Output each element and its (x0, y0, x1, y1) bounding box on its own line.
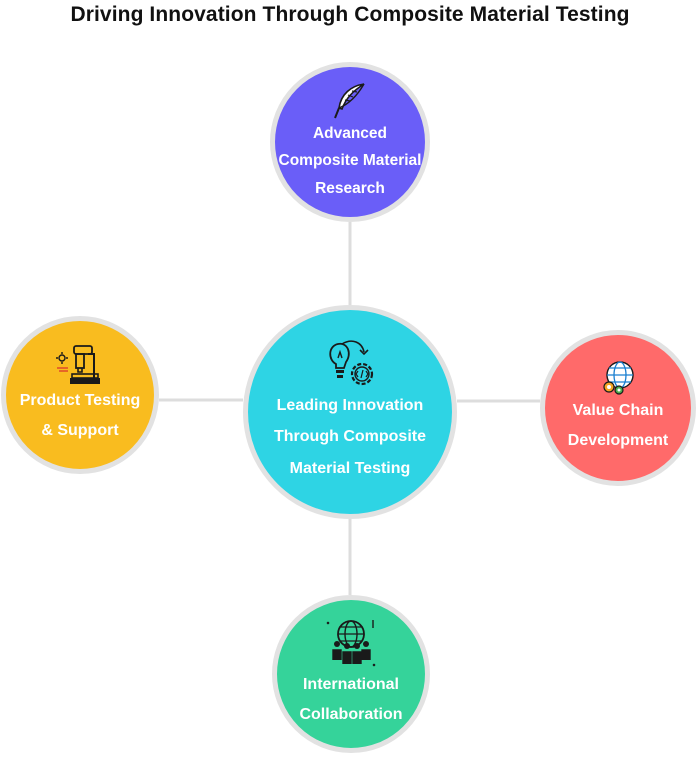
node-right-line-2: Development (567, 432, 669, 449)
node-center-line-1: Leading Innovation (276, 397, 424, 415)
globe-gears-icon (603, 360, 634, 395)
node-international-collaboration: International Collaboration (272, 595, 430, 753)
node-leading-innovation-center: Leading Innovation Through Composite Mat… (243, 305, 457, 519)
node-bottom-line-2: Collaboration (299, 706, 403, 723)
node-top-line-2: Composite Material (278, 152, 422, 170)
node-center-line-2: Through Composite (274, 428, 426, 446)
node-advanced-composite-research: Advanced Composite Material Research (270, 62, 430, 222)
node-bottom-line-1: International (302, 675, 399, 693)
microscope-lab-icon (56, 344, 100, 384)
feather-icon (334, 83, 365, 119)
globe-people-icon (326, 619, 376, 667)
diagram-title: Driving Innovation Through Composite Mat… (70, 3, 630, 26)
node-left-line-2: & Support (41, 422, 119, 439)
node-top-line-3: Research (315, 179, 385, 197)
node-right-line-1: Value Chain (572, 401, 664, 419)
node-center-line-3: Material Testing (289, 459, 411, 477)
node-value-chain-development: Value Chain Development (540, 330, 696, 486)
lightbulb-gear-code-icon (329, 340, 374, 386)
node-top-line-1: Advanced (312, 125, 388, 143)
node-product-testing-support: Product Testing & Support (1, 316, 159, 474)
node-left-line-1: Product Testing (19, 391, 141, 409)
